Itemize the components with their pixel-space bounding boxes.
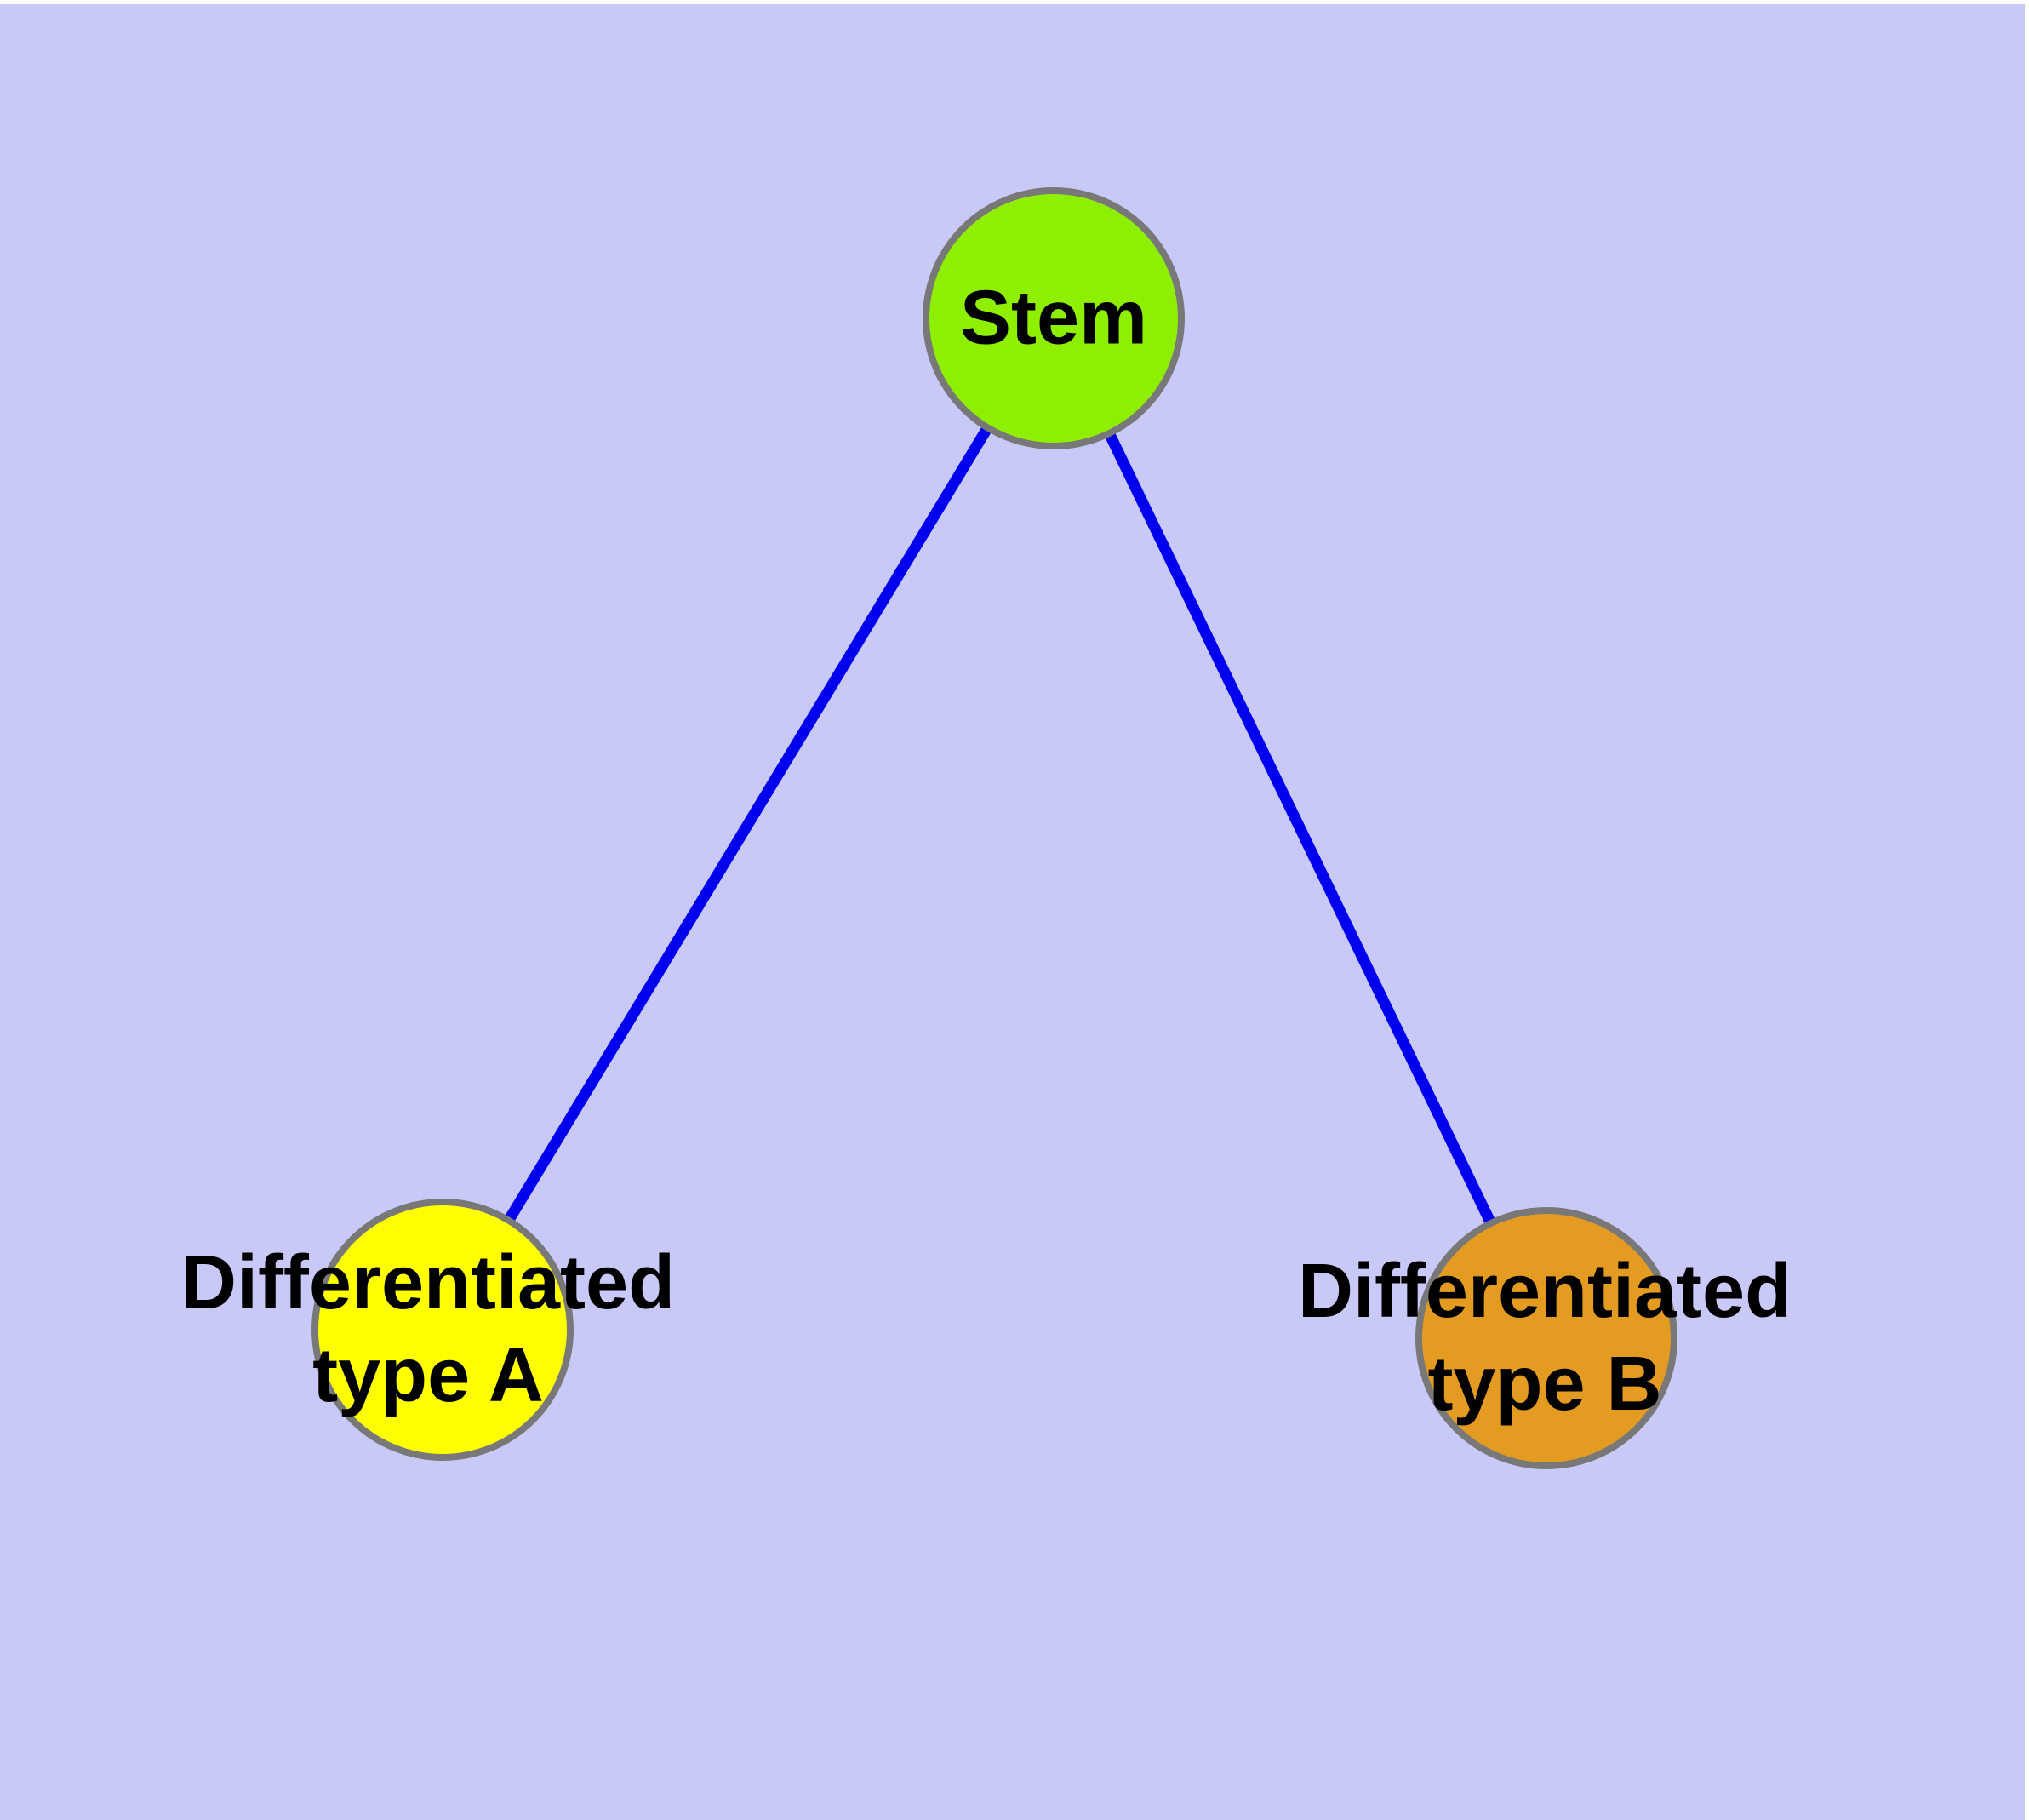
stem-node-label: Stem [960, 272, 1147, 365]
edge-stem-to-type-b [1049, 316, 1552, 1341]
stem-node-circle[interactable] [923, 187, 1185, 449]
differentiated-type-b-label-line2: type B [1427, 1342, 1662, 1427]
top-white-margin [0, 0, 2029, 4]
edge-stem-to-type-a [437, 315, 1059, 1333]
differentiated-type-b-node-label: Differentiated type B [1298, 1245, 1792, 1431]
differentiated-type-a-label-line2: type A [312, 1333, 544, 1418]
right-white-margin [2025, 0, 2029, 1820]
differentiated-type-a-label-line1: Differentiated [180, 1240, 676, 1325]
differentiated-type-a-node-circle[interactable] [311, 1199, 574, 1461]
stem-node-label-text: Stem [959, 275, 1148, 361]
differentiated-type-b-node-circle[interactable] [1415, 1207, 1677, 1469]
differentiated-type-a-node-label: Differentiated type A [181, 1237, 675, 1422]
differentiated-type-b-label-line1: Differentiated [1297, 1249, 1792, 1334]
